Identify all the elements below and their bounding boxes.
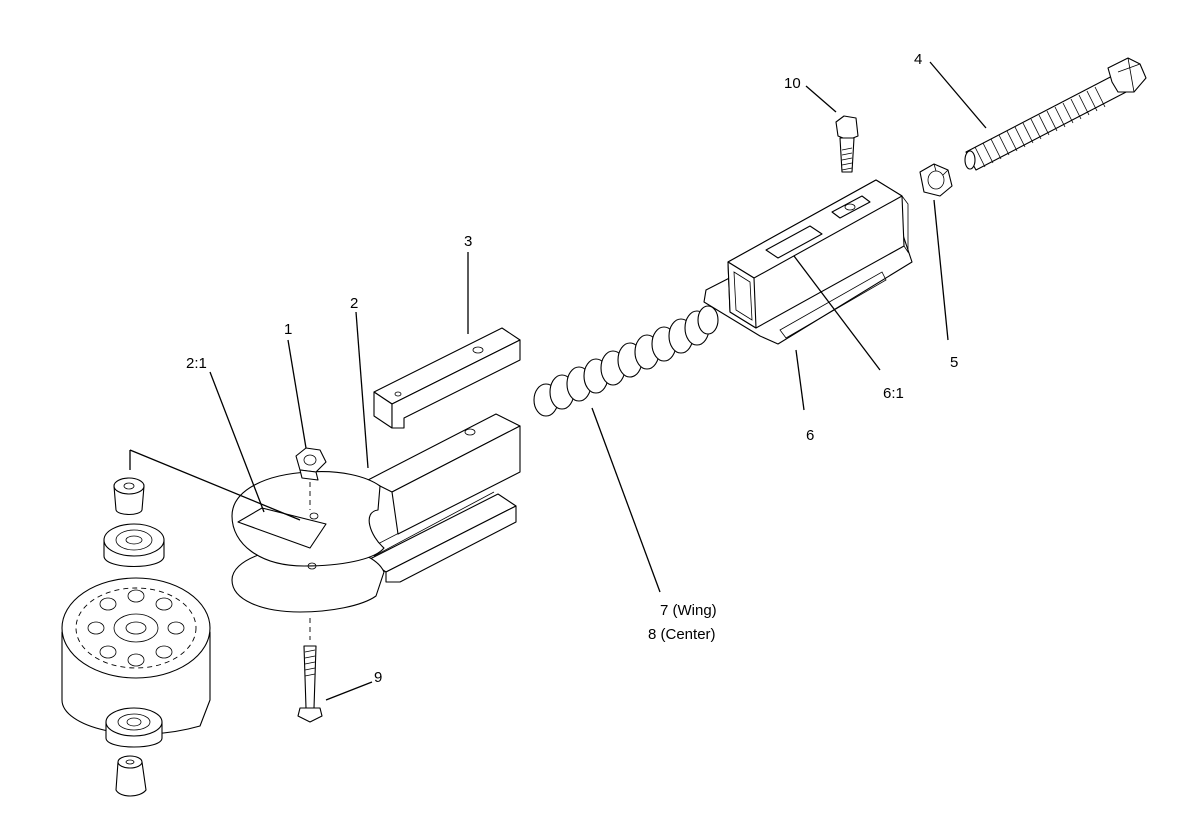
wheel-assembly (61, 477, 211, 797)
threaded-rod (964, 57, 1147, 171)
label-9: 9 (374, 669, 382, 686)
channel-cover (373, 327, 521, 429)
label-6: 6 (806, 427, 814, 444)
label-7-wing: 7 (Wing) (660, 602, 717, 619)
label-3: 3 (464, 233, 472, 250)
compression-spring (533, 305, 719, 417)
label-2: 2 (350, 295, 358, 312)
leader-lines (209, 61, 987, 701)
callout-labels: 1 2 2:1 3 4 5 6 6:1 7 (Wing) 8 (Center) … (186, 51, 958, 686)
label-4: 4 (914, 51, 922, 68)
label-1: 1 (284, 321, 292, 338)
label-8-center: 8 (Center) (648, 626, 716, 643)
label-5: 5 (950, 354, 958, 371)
mounting-bracket (703, 179, 913, 345)
hex-nut (919, 163, 953, 197)
long-bolt (297, 618, 323, 723)
label-10: 10 (784, 75, 801, 92)
cap-bolt (835, 115, 859, 173)
pivot-arm (129, 413, 521, 613)
label-2-1: 2:1 (186, 355, 207, 372)
label-6-1: 6:1 (883, 385, 904, 402)
